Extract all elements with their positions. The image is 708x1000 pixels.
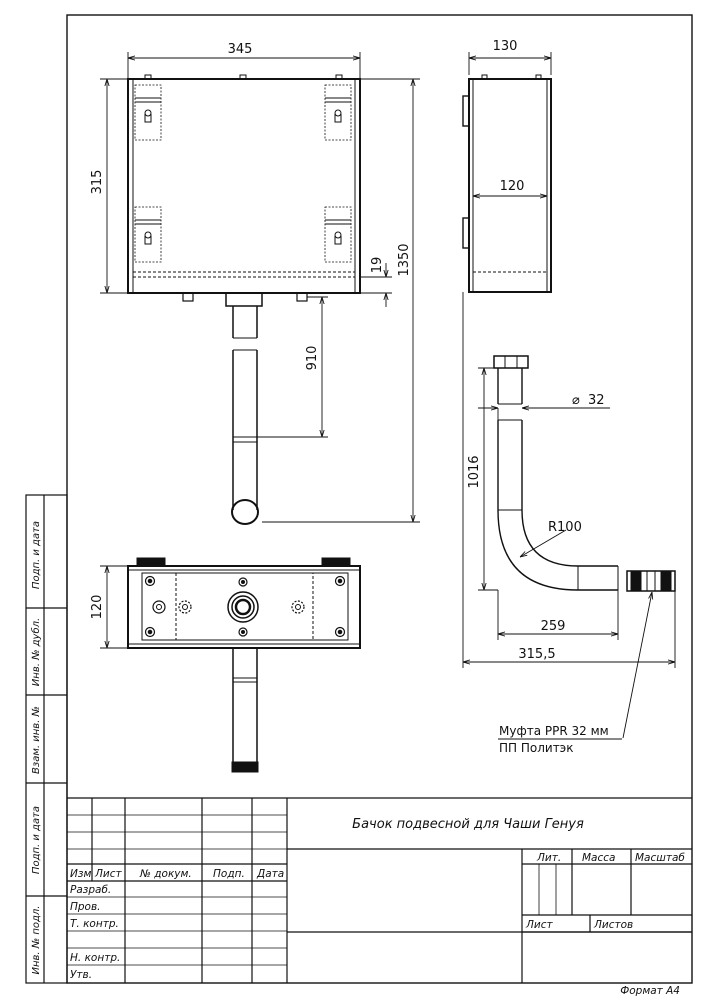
dim-pipe-length: 910: [305, 346, 320, 371]
scale-label: Масштаб: [635, 852, 685, 864]
dim-bottom-offset: 19: [370, 257, 385, 274]
drawing-title: Бачок подвесной для Чаши Генуя: [352, 817, 584, 832]
side-dimensions: [468, 52, 552, 196]
row-tech-control: Т. контр.: [70, 918, 119, 930]
col-date: Дата: [256, 868, 284, 880]
row-checked: Пров.: [70, 901, 101, 913]
note-line-1: Муфта PPR 32 мм: [499, 724, 609, 738]
side-stamp: [25, 494, 68, 984]
stamp-orig-inv: Инв. № подл.: [31, 906, 42, 975]
stamp-sign-date-1: Подп. и дата: [31, 521, 42, 589]
front-view: [127, 74, 361, 525]
row-developer: Разраб.: [70, 884, 111, 896]
row-norm-control: Н. контр.: [70, 952, 120, 964]
format-label: Формат А4: [620, 985, 680, 997]
dim-bend-total: 315,5: [518, 647, 555, 662]
col-doc-no: № докум.: [139, 868, 192, 880]
dim-total-height: 1350: [397, 243, 412, 276]
dim-bend-run: 259: [541, 619, 566, 634]
top-view: [127, 557, 361, 773]
front-dimensions: [100, 52, 420, 523]
dim-bend-radius: R100: [548, 520, 582, 535]
dim-pipe-diameter-symbol: ⌀: [572, 393, 580, 408]
dim-pipe-height: 1016: [467, 455, 482, 488]
col-sheet: Лист: [94, 868, 122, 880]
pipe-detail: [493, 355, 676, 592]
lit-label: Лит.: [536, 852, 561, 864]
stamp-sign-date-2: Подп. и дата: [31, 806, 42, 874]
sheet-label: Лист: [525, 919, 553, 931]
dim-side-depth: 130: [493, 39, 518, 54]
row-approved: Утв.: [70, 969, 92, 981]
dim-top-depth: 120: [90, 595, 105, 620]
dim-side-inner: 120: [500, 179, 525, 194]
col-sign: Подп.: [213, 868, 245, 880]
dim-pipe-diameter: 32: [588, 393, 605, 408]
top-dimensions: [100, 565, 128, 649]
stamp-dup-inv: Инв. № дубл.: [30, 618, 42, 686]
col-change: Изм: [70, 868, 91, 880]
dim-front-height: 315: [90, 170, 105, 195]
sheet-frame: [66, 14, 693, 984]
note-line-2: ПП Политэк: [499, 741, 574, 755]
pipe-dimensions: [462, 292, 676, 739]
mass-label: Масса: [582, 852, 615, 864]
title-block: [67, 797, 692, 983]
side-view: [462, 74, 552, 293]
stamp-repl-inv: Взам. инв. №: [31, 706, 42, 774]
dim-front-width: 345: [228, 42, 253, 57]
sheets-label: Листов: [593, 919, 633, 931]
